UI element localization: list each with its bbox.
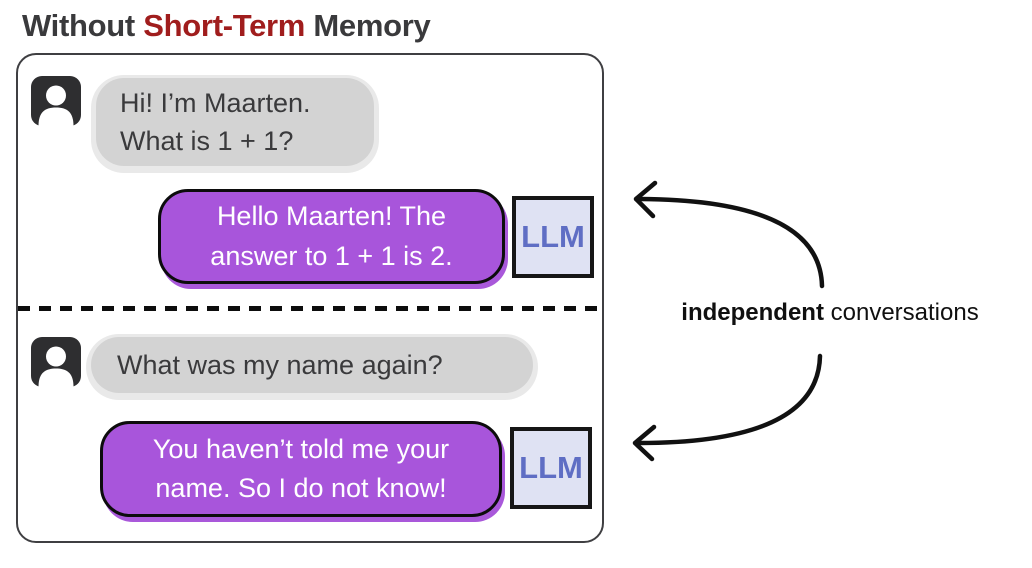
llm-message-line: answer to 1 + 1 is 2. xyxy=(210,240,453,271)
curved-arrow-bottom-icon xyxy=(636,353,823,446)
user-avatar-icon xyxy=(31,76,81,126)
llm-message-bubble: Hello Maarten! The answer to 1 + 1 is 2. xyxy=(158,189,505,284)
annotation-bold-text: independent xyxy=(681,299,824,326)
dashed-divider xyxy=(18,306,602,311)
curved-arrow-bottom-head-icon xyxy=(632,424,657,462)
llm-message-line: name. So I do not know! xyxy=(155,473,447,503)
user-message-bubble: What was my name again? xyxy=(91,337,533,393)
llm-message-bubble: You haven’t told me your name. So I do n… xyxy=(100,421,502,517)
user-message-bubble: Hi! I’m Maarten. What is 1 + 1? xyxy=(96,78,374,166)
user-message-line: Hi! I’m Maarten. xyxy=(120,87,311,118)
title-suffix: Memory xyxy=(305,8,431,43)
annotation-label: independent conversations xyxy=(648,299,1012,327)
curved-arrow-top-head-icon xyxy=(633,180,658,219)
diagram-title: Without Short-Term Memory xyxy=(22,8,431,44)
title-highlight: Short-Term xyxy=(143,8,306,43)
llm-message-line: You haven’t told me your xyxy=(152,433,450,464)
chat-panel: Hi! I’m Maarten. What is 1 + 1? Hello Ma… xyxy=(16,53,604,543)
user-message-line: What was my name again? xyxy=(117,349,443,380)
user-message-line: What is 1 + 1? xyxy=(120,126,294,156)
title-prefix: Without xyxy=(22,8,144,43)
llm-model-box: LLM xyxy=(510,427,592,509)
llm-model-label: LLM xyxy=(521,219,585,254)
llm-message-line: Hello Maarten! The xyxy=(216,201,447,232)
user-avatar-icon xyxy=(31,337,81,387)
llm-model-box: LLM xyxy=(512,196,594,278)
annotation-regular-text: conversations xyxy=(823,299,979,326)
curved-arrow-top-icon xyxy=(637,196,825,289)
llm-model-label: LLM xyxy=(519,450,583,485)
